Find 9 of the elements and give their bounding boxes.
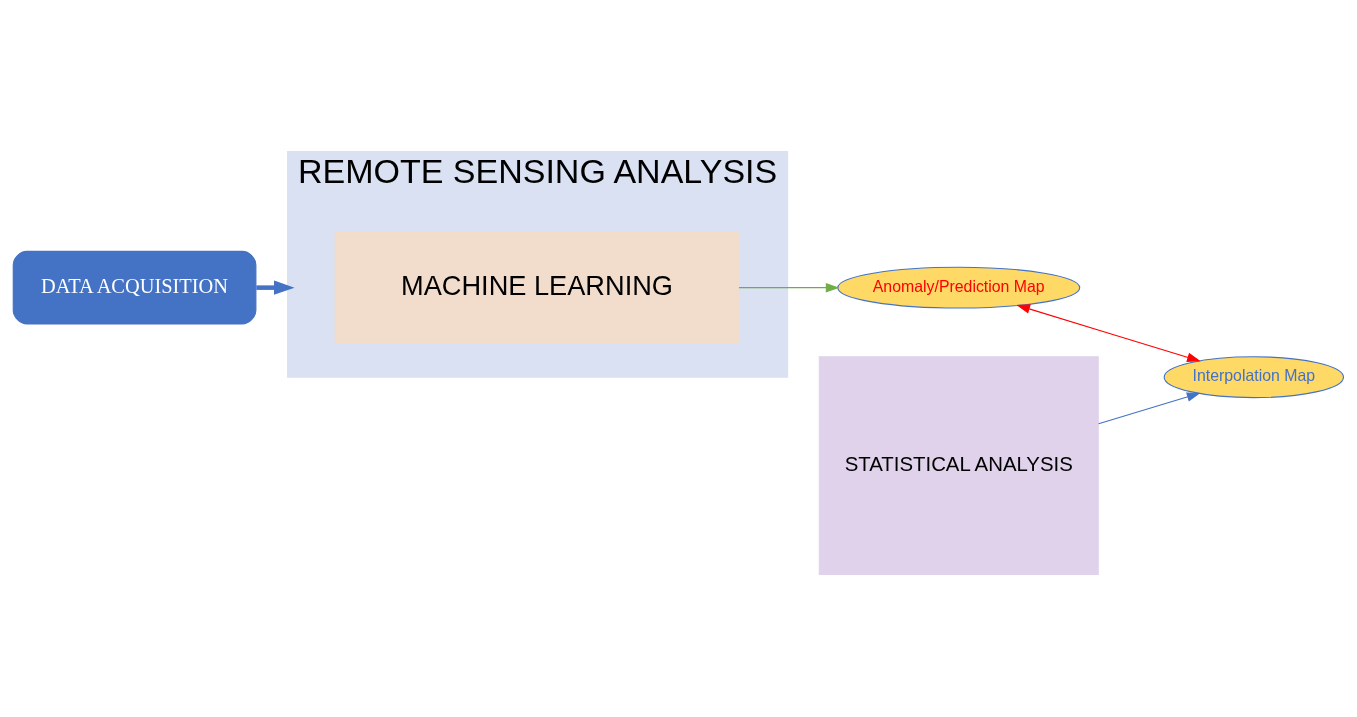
- node-box: STATISTICAL ANALYSIS: [818, 356, 1099, 576]
- arrow: [1016, 304, 1201, 362]
- arrow: [256, 280, 295, 295]
- node-ellipse: Anomaly/Prediction Map: [837, 266, 1081, 309]
- node-box: MACHINE LEARNING: [334, 231, 740, 344]
- arrow: [1098, 392, 1201, 425]
- arrow: [738, 282, 840, 293]
- node-ellipse: Interpolation Map: [1163, 356, 1345, 399]
- node-box: DATA ACQUISITION: [12, 250, 257, 325]
